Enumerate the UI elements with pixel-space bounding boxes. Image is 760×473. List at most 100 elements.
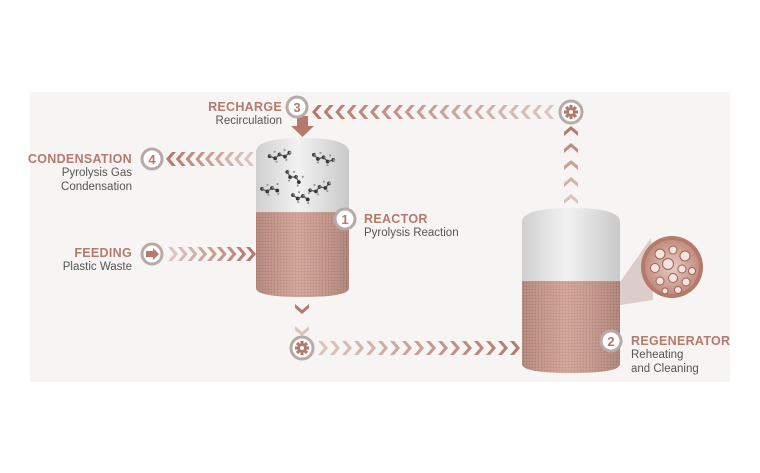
regenerator-line-2: and Cleaning <box>631 363 699 375</box>
recirculation-chevron <box>346 105 357 119</box>
gear-icon <box>558 99 584 125</box>
feeding-label: FEEDING Plastic Waste <box>63 246 132 274</box>
feed-chevron <box>226 247 237 261</box>
transfer-chevron <box>462 341 472 355</box>
molecule-icon <box>260 182 280 196</box>
transfer-chevron <box>378 341 388 355</box>
recharge-label: RECHARGE Recirculation <box>208 100 282 128</box>
recirculation-chevron <box>370 105 380 119</box>
transfer-chevron <box>510 341 520 355</box>
step-number-2: 2 <box>607 334 614 349</box>
recirculation-chevron <box>404 105 415 119</box>
step-number-1: 1 <box>341 212 348 227</box>
regenerator-title: REGENERATOR <box>631 334 731 348</box>
recirculation-chevron <box>416 105 427 119</box>
flow-arrows <box>166 105 578 355</box>
recirculation-chevron <box>544 105 554 119</box>
condensation-label: CONDENSATION Pyrolysis Gas Condensation <box>28 152 132 194</box>
recirculation-chevron <box>323 105 334 119</box>
step-number-4: 4 <box>148 152 156 167</box>
recirculation-chevron <box>486 105 496 119</box>
riser-chevron <box>564 177 578 187</box>
transfer-chevron <box>342 341 352 355</box>
feeding-line-1: Plastic Waste <box>62 261 132 273</box>
step-badge-3: 3 <box>285 95 309 119</box>
riser-chevron <box>564 194 578 204</box>
recirculation-chevron <box>462 105 473 119</box>
condensation-chevron <box>185 152 196 166</box>
molecule-icon <box>260 148 336 205</box>
recirculation-chevron <box>532 105 543 119</box>
condensation-chevron <box>175 152 186 166</box>
recirculation-chevron <box>451 105 462 119</box>
feed-chevron <box>246 247 256 261</box>
reactor-outlet-chevron <box>295 326 309 336</box>
transfer-chevron <box>402 341 412 355</box>
molecule-icon <box>308 180 331 196</box>
feed-chevron <box>236 247 247 261</box>
regenerator-label: REGENERATOR Reheating and Cleaning <box>631 334 730 376</box>
condensation-title: CONDENSATION <box>27 152 132 166</box>
step-badge-2: 2 <box>599 329 623 353</box>
recirculation-chevron <box>509 105 520 119</box>
transfer-chevron <box>390 341 400 355</box>
condensation-chevron <box>166 152 176 166</box>
feed-chevron <box>177 247 188 261</box>
recharge-inlet-arrow <box>291 116 314 137</box>
riser-chevron <box>564 126 578 136</box>
condensation-chevron <box>224 152 235 166</box>
regenerator-tank <box>522 208 620 373</box>
transfer-chevron <box>498 341 508 355</box>
reactor-label: REACTOR Pyrolysis Reaction <box>364 212 459 240</box>
recirculation-chevron <box>393 105 404 119</box>
feed-chevron <box>216 247 227 261</box>
recirculation-chevron <box>381 105 392 119</box>
transfer-chevron <box>354 341 364 355</box>
recharge-title: RECHARGE <box>208 100 282 114</box>
step-badge-4: 4 <box>140 147 164 171</box>
regenerator-line-1: Reheating <box>631 349 684 361</box>
feed-chevron <box>187 247 198 261</box>
recirculation-chevron <box>439 105 450 119</box>
transfer-chevron <box>486 341 496 355</box>
reactor-line-1: Pyrolysis Reaction <box>364 227 459 239</box>
molecule-icon <box>267 148 292 163</box>
recirculation-chevron <box>358 105 369 119</box>
condensation-line-1: Pyrolysis Gas <box>61 167 132 179</box>
reactor-outlet-chevron <box>295 304 309 314</box>
transfer-chevron <box>366 341 376 355</box>
step-number-3: 3 <box>293 100 300 115</box>
recirculation-chevron <box>474 105 485 119</box>
feed-chevron <box>168 247 178 261</box>
condensation-chevron <box>205 152 215 166</box>
riser-chevron <box>564 160 578 170</box>
recirculation-chevron <box>497 105 508 119</box>
transfer-chevron <box>474 341 484 355</box>
transfer-chevron <box>330 341 340 355</box>
transfer-chevron <box>414 341 424 355</box>
transfer-chevron <box>318 341 328 355</box>
transfer-chevron <box>438 341 448 355</box>
gear-icon <box>289 335 315 361</box>
recirculation-chevron <box>335 105 346 119</box>
condensation-chevron <box>244 152 254 166</box>
arrow-right-icon <box>140 242 164 266</box>
condensation-chevron <box>214 152 225 166</box>
recharge-line-1: Recirculation <box>215 115 282 127</box>
transfer-chevron <box>450 341 460 355</box>
feed-chevron <box>207 247 217 261</box>
condensation-chevron <box>234 152 245 166</box>
feeding-title: FEEDING <box>74 246 132 260</box>
feed-chevron <box>197 247 208 261</box>
recirculation-chevron <box>520 105 531 119</box>
molecule-icon <box>312 151 336 167</box>
molecule-icon <box>291 191 311 205</box>
condensation-chevron <box>195 152 206 166</box>
molecule-icon <box>285 170 304 187</box>
step-badge-1: 1 <box>333 207 357 231</box>
condensation-line-2: Condensation <box>61 181 132 193</box>
recirculation-chevron <box>312 105 322 119</box>
riser-chevron <box>564 143 578 153</box>
transfer-chevron <box>426 341 436 355</box>
